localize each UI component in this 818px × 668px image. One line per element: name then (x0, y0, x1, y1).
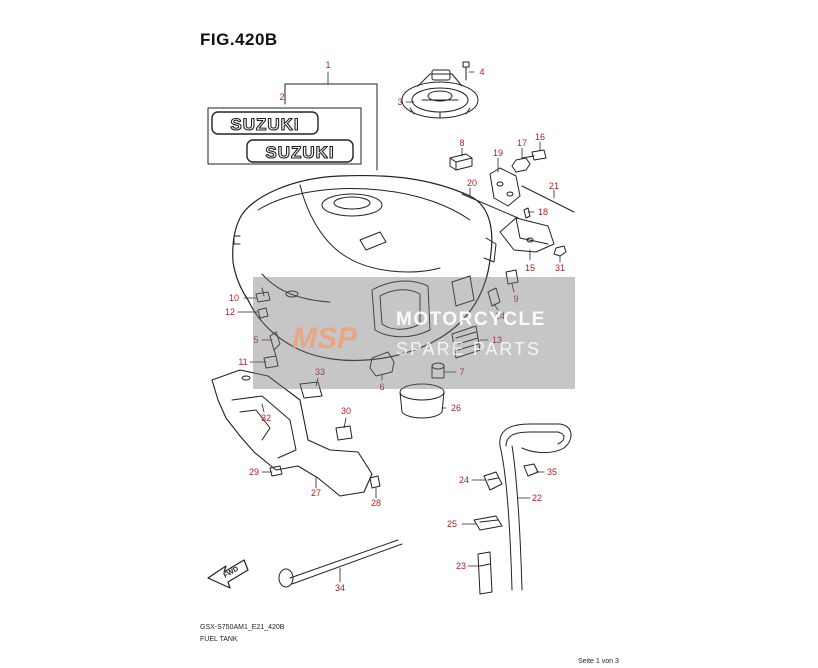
emblem-badge-bottom (246, 139, 354, 163)
watermark-line1: MOTORCYCLE (396, 309, 546, 330)
fwd-arrow-icon: FWD (207, 559, 249, 589)
callout-9: 9 (513, 294, 518, 304)
part-6-cushion (369, 351, 395, 377)
part-15-bracket (499, 217, 555, 253)
part-34-rod (278, 539, 403, 588)
callout-8: 8 (459, 138, 464, 148)
bolt-4 (462, 61, 470, 81)
figure-title: FIG.420B (200, 30, 278, 49)
watermark-banner (253, 277, 575, 389)
callout-35: 35 (547, 467, 557, 477)
emblem-text-bottom: SUZUKI (265, 143, 334, 162)
part-18-bolt (523, 207, 531, 219)
callout-6: 6 (379, 382, 384, 392)
part-24-clamp (483, 471, 503, 491)
callout-34: 34 (335, 583, 345, 593)
emblem-text-top: SUZUKI (230, 115, 299, 134)
callout-5: 5 (253, 335, 258, 345)
callout-15: 15 (525, 263, 535, 273)
part-23-clip (477, 551, 493, 595)
model-code: GSX-S750AM1_E21_420B (200, 624, 285, 631)
callout-17: 17 (517, 138, 527, 148)
watermark-line2: SPARE PARTS (396, 339, 542, 359)
callout-19: 19 (493, 148, 503, 158)
part-25-clamp (473, 515, 503, 531)
part-17-nut (511, 157, 531, 173)
part-35-cap (523, 463, 539, 477)
part-26-band (399, 383, 445, 419)
callout-22: 22 (532, 493, 542, 503)
callout-32: 32 (261, 413, 271, 423)
diagram-caption: FUEL TANK (200, 636, 238, 643)
callout-33: 33 (315, 367, 325, 377)
part-12-screw (257, 307, 269, 319)
callout-3: 3 (397, 97, 402, 107)
part-19-bracket (489, 167, 521, 207)
part-21-rod (521, 185, 575, 213)
callout-2: 2 (279, 92, 284, 102)
fuel-cap (401, 69, 479, 119)
callout-1: 1 (325, 60, 330, 70)
part-28-screw (369, 475, 381, 489)
callout-26: 26 (451, 403, 461, 413)
callout-29: 29 (249, 467, 259, 477)
part-5-fitting (269, 331, 281, 357)
callout-10: 10 (229, 293, 239, 303)
part-14-clip (487, 287, 501, 307)
callout-28: 28 (371, 498, 381, 508)
callout-4: 4 (479, 67, 484, 77)
callout-23: 23 (456, 561, 466, 571)
callout-11: 11 (238, 357, 247, 367)
part-8-rubber (449, 153, 473, 171)
callout-16: 16 (535, 132, 545, 142)
part-29-washer (269, 465, 283, 477)
part-10-grommet (255, 287, 271, 303)
part-22-hose (499, 423, 572, 591)
fuel-tank (232, 174, 497, 362)
callout-13: 13 (492, 335, 502, 345)
callout-7: 7 (459, 367, 464, 377)
part-16-bolt (521, 149, 547, 161)
callout-31: 31 (555, 263, 565, 273)
callout-14: 14 (495, 311, 505, 321)
callout-30: 30 (341, 406, 351, 416)
callout-27: 27 (311, 488, 321, 498)
part-27-panel (211, 369, 373, 497)
leader-lines (237, 71, 561, 583)
callout-25: 25 (447, 519, 457, 529)
callout-21: 21 (549, 181, 559, 191)
callout-20: 20 (467, 178, 477, 188)
part-20-rod (461, 193, 519, 219)
watermark-logo: MSP (292, 322, 358, 355)
part-31-nut (553, 245, 567, 257)
part-30-clip (335, 425, 353, 441)
part-9-clip (505, 269, 519, 285)
callout-12: 12 (225, 307, 235, 317)
page-indicator: Seite 1 von 3 (578, 658, 619, 665)
callout-18: 18 (538, 207, 548, 217)
emblem-frame (207, 107, 362, 165)
emblem-badge-top (211, 111, 319, 135)
part-13-pad (451, 325, 481, 359)
part-11-grommet (263, 355, 279, 369)
emblem-bracket (284, 83, 378, 171)
callout-24: 24 (459, 475, 469, 485)
